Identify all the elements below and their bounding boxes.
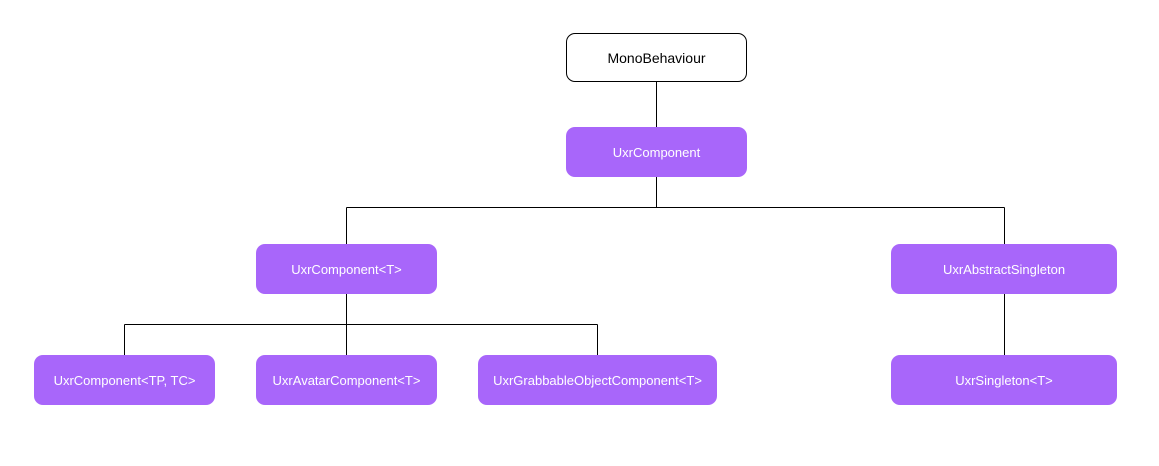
node-uxrabstractsingleton: UxrAbstractSingleton	[891, 244, 1117, 294]
node-uxravatarcomponent-t-label: UxrAvatarComponent<T>	[272, 372, 421, 388]
node-uxrcomponent-t-label: UxrComponent<T>	[291, 261, 402, 277]
node-uxrgrabbableobjectcomponent-t: UxrGrabbableObjectComponent<T>	[478, 355, 717, 405]
node-uxrcomponent: UxrComponent	[566, 127, 747, 177]
node-uxrcomponent-tp-tc: UxrComponent<TP, TC>	[34, 355, 215, 405]
node-uxrgrabbableobjectcomponent-t-label: UxrGrabbableObjectComponent<T>	[493, 372, 702, 388]
node-uxravatarcomponent-t: UxrAvatarComponent<T>	[256, 355, 437, 405]
node-uxrcomponent-t: UxrComponent<T>	[256, 244, 437, 294]
node-uxrabstractsingleton-label: UxrAbstractSingleton	[942, 261, 1066, 277]
node-monobehaviour: MonoBehaviour	[566, 33, 747, 82]
node-uxrcomponent-tp-tc-label: UxrComponent<TP, TC>	[53, 372, 196, 388]
node-uxrsingleton-t: UxrSingleton<T>	[891, 355, 1117, 405]
node-uxrsingleton-t-label: UxrSingleton<T>	[955, 372, 1053, 388]
node-uxrcomponent-label: UxrComponent	[612, 144, 701, 160]
node-monobehaviour-label: MonoBehaviour	[607, 49, 706, 66]
